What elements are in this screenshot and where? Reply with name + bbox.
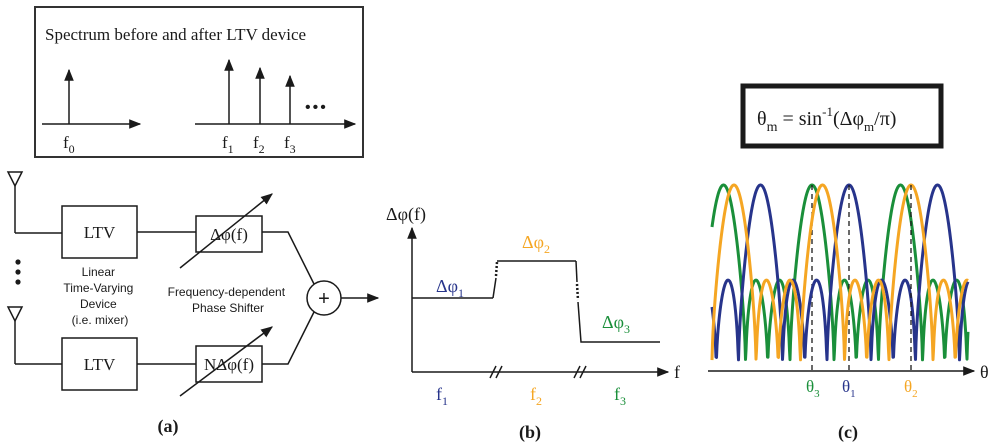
panel-c: θm = sin-1(Δφm/π) θ θ3 θ1 θ2 (c) <box>708 83 989 443</box>
panel-a: LTV LTV Linear Time-Varying Device (i.e.… <box>6 171 380 437</box>
phase-riser-1 <box>492 277 497 299</box>
beam-pattern-theta1 <box>710 183 970 362</box>
panel-c-x-axis-label: θ <box>980 362 989 382</box>
antenna-icon-bottom <box>6 306 62 365</box>
ltv-box-top-label: LTV <box>84 223 116 242</box>
spectrum-label-f0: f0 <box>63 133 75 156</box>
panel-a-label: (a) <box>158 416 179 437</box>
beam-patterns <box>710 183 970 371</box>
ltv-box-bottom-label: LTV <box>84 355 116 374</box>
phase-drop-2-break <box>575 283 580 301</box>
b-f2-label: f2 <box>530 384 542 408</box>
spectrum-box-border <box>34 6 364 158</box>
spectrum-box-title: Spectrum before and after LTV device <box>45 25 306 44</box>
panel-b-x-axis-label: f <box>674 362 680 382</box>
dphi1-label: Δφ1 <box>436 276 464 300</box>
b-f3-label: f3 <box>614 384 626 408</box>
ltv-box-bottom <box>61 337 138 391</box>
theta2-label: θ2 <box>904 377 918 400</box>
dphi3-label: Δφ3 <box>602 312 630 336</box>
b-f1-label: f1 <box>436 384 448 408</box>
phase-riser-1-break <box>494 261 499 277</box>
ltv-description: Linear Time-Varying Device (i.e. mixer) <box>63 265 136 327</box>
spectrum-label-f2: f2 <box>253 133 265 156</box>
spectrum-label-f3: f3 <box>284 133 296 156</box>
axis-break-2 <box>573 365 587 379</box>
antenna-icon-top <box>6 171 62 234</box>
spectrum-ellipsis: ••• <box>305 99 328 116</box>
phase-drop-2 <box>575 260 578 283</box>
ltv-box-top <box>61 205 138 259</box>
wire-shifter-top-to-summer <box>262 231 315 285</box>
panel-b: Δφ(f) f Δφ1 Δφ2 Δφ3 f1 f2 f3 (b) <box>386 204 680 443</box>
dphi2-label: Δφ2 <box>522 232 550 256</box>
beam-pattern-theta2 <box>710 183 969 362</box>
phase-shifter-bottom-tuning-arrow <box>179 326 273 397</box>
spectrum-box: Spectrum before and after LTV device f0 … <box>34 6 364 158</box>
theta1-label: θ1 <box>842 377 856 400</box>
formula-box <box>740 83 944 149</box>
panel-c-label: (c) <box>838 422 858 443</box>
panel-b-y-axis-label: Δφ(f) <box>386 204 426 225</box>
spectrum-label-f1: f1 <box>222 133 234 156</box>
formula-text: θm = sin-1(Δφm/π) <box>757 104 896 135</box>
theta3-label: θ3 <box>806 377 820 400</box>
shifter-description: Frequency-dependent Phase Shifter <box>168 285 289 315</box>
vertical-ellipsis <box>15 259 21 285</box>
phase-shifter-bottom-label: NΔφ(f) <box>204 355 254 374</box>
panel-b-label: (b) <box>519 422 541 443</box>
wire-shifter-bottom-to-summer <box>262 311 315 365</box>
phase-shifter-top-tuning-arrow <box>179 193 273 269</box>
axis-break-1 <box>489 365 503 379</box>
phase-shifter-top-label: Δφ(f) <box>210 225 248 244</box>
phase-step-3 <box>577 301 660 343</box>
summer-plus-symbol: + <box>318 288 330 310</box>
